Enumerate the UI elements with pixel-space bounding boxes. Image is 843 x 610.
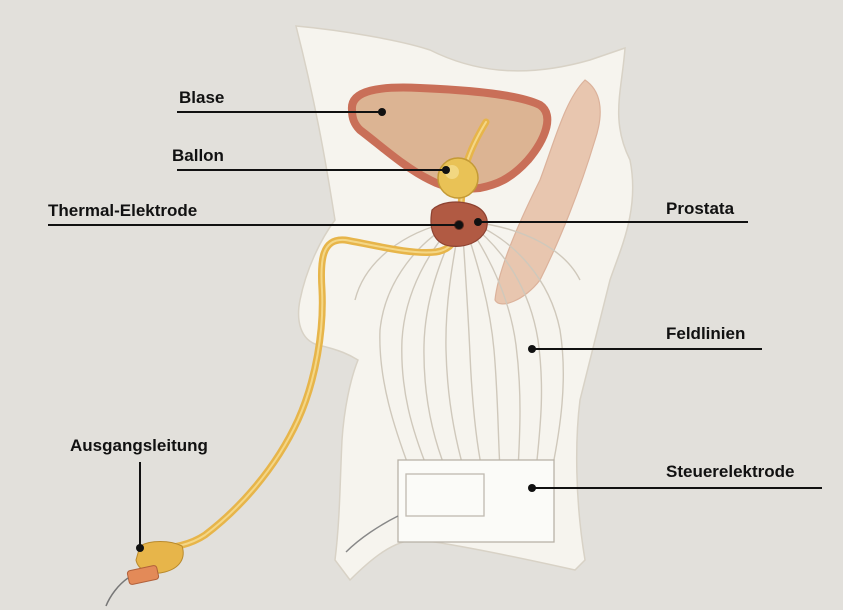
label-blase: Blase (179, 88, 224, 108)
label-prostata: Prostata (666, 199, 734, 219)
label-ausgangsleitung: Ausgangsleitung (70, 436, 208, 456)
balloon-shape (438, 158, 478, 198)
label-feldlinien: Feldlinien (666, 324, 745, 344)
label-thermal-elektrode: Thermal-Elektrode (48, 201, 197, 221)
catheter-connector (106, 542, 183, 607)
label-steuerelektrode: Steuerelektrode (666, 462, 795, 482)
label-ballon: Ballon (172, 146, 224, 166)
